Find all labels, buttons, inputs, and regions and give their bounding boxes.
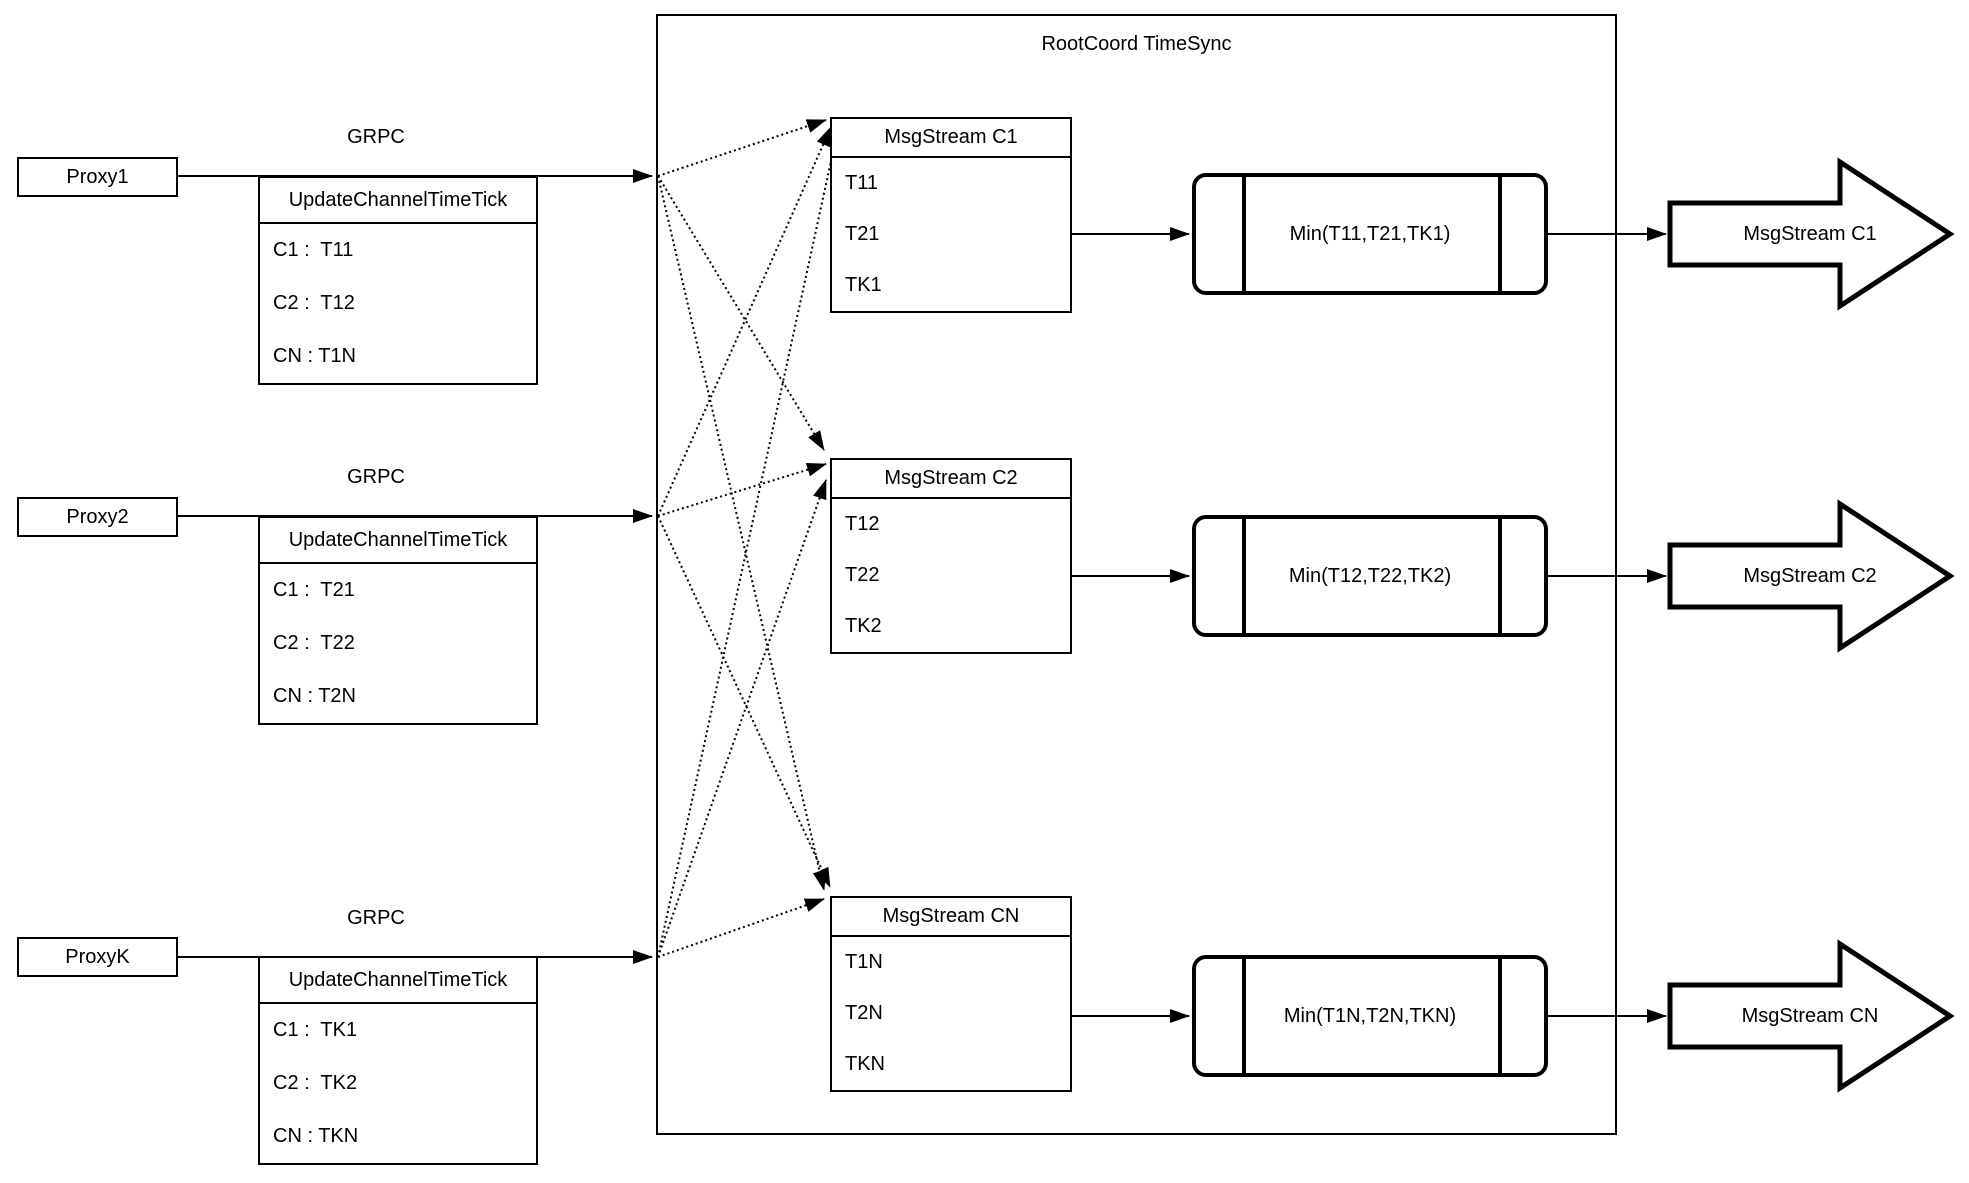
update-channel-timetick-table: UpdateChannelTimeTick C1 : T21 C2 : T22 …: [258, 516, 538, 725]
table-row: CN : T2N: [273, 685, 356, 707]
msgstream-table: MsgStream C1 T11 T21 TK1: [830, 117, 1072, 313]
rootcoord-timesync-title: RootCoord TimeSync: [1041, 33, 1232, 55]
tick-row: TK2: [845, 615, 882, 637]
timetick-dotted-connector: [657, 462, 827, 517]
timetick-dotted-connector: [657, 479, 827, 958]
proxy-name: Proxy2: [66, 505, 129, 528]
msgstream-header: MsgStream CN: [832, 898, 1070, 937]
aggregator-side-bar: [1242, 519, 1246, 633]
tick-row: T21: [845, 223, 880, 245]
output-arrow-shape: [1667, 157, 1955, 311]
aggregator-side-bar: [1242, 959, 1246, 1073]
output-arrow-label: MsgStream C1: [1743, 222, 1877, 245]
proxy-name: Proxy1: [66, 165, 129, 188]
msgstream-header: MsgStream C1: [832, 119, 1070, 158]
aggregator-side-bar: [1242, 177, 1246, 291]
proxy-node: Proxy1: [17, 157, 178, 197]
min-label: Min(T12,T22,TK2): [1288, 564, 1452, 587]
proxy-node: ProxyK: [17, 937, 178, 977]
msgstream-table: MsgStream CN T1N T2N TKN: [830, 896, 1072, 1092]
timetick-dotted-connector: [657, 175, 825, 451]
min-aggregator: Min(T12,T22,TK2): [1192, 515, 1548, 637]
timetick-dotted-connector: [657, 515, 831, 888]
grpc-label: GRPC: [347, 907, 405, 929]
table-row: CN : T1N: [273, 345, 356, 367]
grpc-label: GRPC: [347, 466, 405, 488]
tick-row: T22: [845, 564, 880, 586]
tick-row: TKN: [845, 1053, 885, 1075]
tick-row: T11: [845, 172, 878, 194]
proxy-node: Proxy2: [17, 497, 178, 537]
timetick-dotted-connector: [657, 119, 827, 177]
aggregator-side-bar: [1498, 959, 1502, 1073]
table-row: C2 : TK2: [273, 1072, 358, 1094]
timetick-dotted-connector: [657, 898, 825, 958]
table-header: UpdateChannelTimeTick: [260, 518, 536, 564]
proxy-name: ProxyK: [65, 945, 130, 968]
timetick-dotted-connector: [657, 128, 841, 958]
tick-row: T2N: [845, 1002, 883, 1024]
aggregator-side-bar: [1498, 177, 1502, 291]
msgstream-table: MsgStream C2 T12 T22 TK2: [830, 458, 1072, 654]
output-arrow-shape: [1667, 499, 1955, 653]
table-row: C1 : T11: [273, 239, 354, 261]
tick-row: T12: [845, 513, 880, 535]
table-row: C2 : T12: [273, 292, 355, 314]
table-row: C1 : TK1: [273, 1019, 358, 1041]
min-label: Min(T11,T21,TK1): [1289, 222, 1451, 245]
grpc-label: GRPC: [347, 126, 405, 148]
rootcoord-timesync-container: [656, 14, 1617, 1135]
timetick-dotted-connector: [657, 175, 827, 891]
tick-row: T1N: [845, 951, 883, 973]
table-row: C2 : T22: [273, 632, 355, 654]
update-channel-timetick-table: UpdateChannelTimeTick C1 : TK1 C2 : TK2 …: [258, 956, 538, 1165]
aggregator-side-bar: [1498, 519, 1502, 633]
table-row: CN : TKN: [273, 1125, 359, 1147]
output-arrow-shape: [1667, 939, 1955, 1093]
msgstream-header: MsgStream C2: [832, 460, 1070, 499]
table-row: C1 : T21: [273, 579, 355, 601]
output-arrow-label: MsgStream C2: [1743, 564, 1877, 587]
output-arrow-label: MsgStream CN: [1741, 1004, 1879, 1027]
tick-row: TK1: [845, 274, 882, 296]
timetick-dotted-connector: [657, 126, 832, 517]
update-channel-timetick-table: UpdateChannelTimeTick C1 : T11 C2 : T12 …: [258, 176, 538, 385]
table-header: UpdateChannelTimeTick: [260, 958, 536, 1004]
min-aggregator: Min(T1N,T2N,TKN): [1192, 955, 1548, 1077]
min-aggregator: Min(T11,T21,TK1): [1192, 173, 1548, 295]
min-label: Min(T1N,T2N,TKN): [1283, 1004, 1457, 1027]
table-header: UpdateChannelTimeTick: [260, 178, 536, 224]
